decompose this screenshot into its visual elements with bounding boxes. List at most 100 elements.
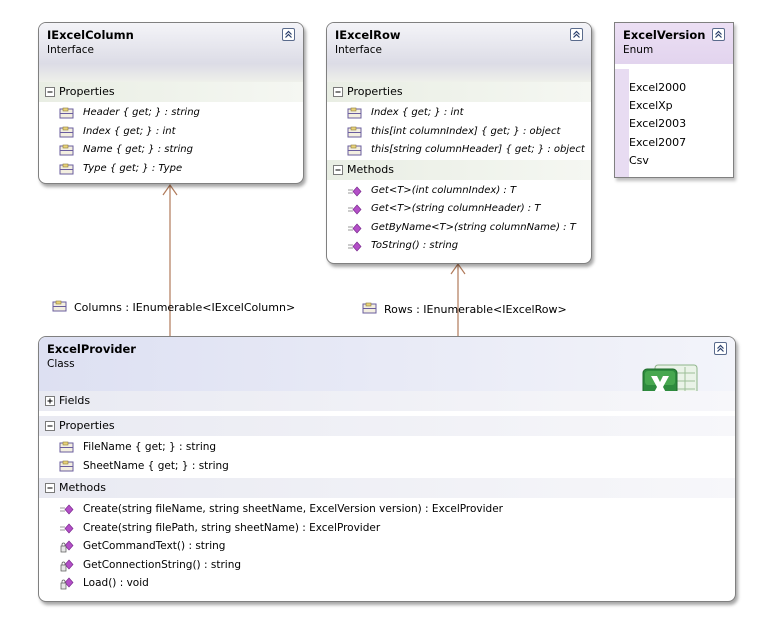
property-label: Header { get; } : string (83, 107, 200, 118)
collapse-section-icon[interactable] (333, 87, 343, 97)
method-row[interactable]: Create(string filePath, string sheetName… (39, 519, 735, 538)
collapse-icon[interactable] (570, 28, 583, 41)
property-row[interactable]: Index { get; } : int (327, 104, 591, 123)
property-row[interactable]: Header { get; } : string (39, 104, 303, 123)
property-label: Name { get; } : string (83, 144, 193, 155)
enum-value[interactable]: ExcelXp (629, 99, 673, 113)
excelprovider-shape[interactable]: ExcelProvider Class Fields Properties Fi… (38, 336, 736, 602)
property-label: Type { get; } : Type (83, 162, 183, 174)
property-row[interactable]: FileName { get; } : string (39, 438, 735, 457)
method-icon (347, 185, 363, 198)
excelversion-shape[interactable]: ExcelVersion Enum Excel2000 ExcelXp Exce… (614, 22, 734, 178)
enum-value[interactable]: Excel2000 (629, 81, 687, 94)
method-label: GetCommandText() : string (83, 540, 226, 552)
property-label: FileName { get; } : string (83, 441, 217, 453)
static-method-icon (59, 503, 75, 516)
collapse-section-icon[interactable] (45, 483, 55, 493)
enum-value[interactable]: Excel2007 (629, 135, 687, 149)
method-icon (347, 203, 363, 216)
excelversion-title: ExcelVersion (623, 28, 706, 42)
properties-compartment-header[interactable]: Properties (39, 416, 735, 436)
properties-compartment-header[interactable]: Properties (327, 82, 591, 102)
property-icon (52, 300, 68, 313)
property-row[interactable]: Index { get; } : int (39, 123, 303, 142)
method-label: Create(string fileName, string sheetName… (83, 503, 503, 515)
association-text: Rows : IEnumerable<IExcelRow> (384, 303, 567, 316)
property-row[interactable]: this[int columnIndex] { get; } : object (327, 123, 591, 142)
static-method-icon (59, 522, 75, 535)
property-label: SheetName { get; } : string (83, 459, 229, 472)
property-icon (347, 126, 363, 139)
collapse-section-icon[interactable] (45, 421, 55, 431)
collapse-section-icon[interactable] (45, 87, 55, 97)
iexcelrow-kind: Interface (335, 44, 383, 56)
property-icon (347, 144, 363, 157)
section-label: Methods (347, 162, 394, 176)
method-row[interactable]: Load() : void (39, 574, 735, 593)
columns-association-label[interactable]: Columns : IEnumerable<IExcelColumn> (52, 298, 295, 314)
property-icon (362, 302, 378, 315)
private-method-icon (59, 558, 75, 572)
method-icon (347, 240, 363, 253)
property-row[interactable]: this[string columnHeader] { get; } : obj… (327, 141, 591, 160)
property-row[interactable]: Type { get; } : Type (39, 160, 303, 179)
method-label: GetConnectionString() : string (83, 558, 242, 571)
enum-side-bar (615, 69, 629, 177)
property-icon (59, 460, 75, 473)
property-row[interactable]: Name { get; } : string (39, 141, 303, 160)
enum-value[interactable]: Excel2003 (629, 117, 687, 131)
property-icon (347, 107, 363, 120)
excelversion-header: ExcelVersion Enum (615, 23, 733, 64)
iexcelrow-title: IExcelRow (335, 28, 401, 42)
rows-association-label[interactable]: Rows : IEnumerable<IExcelRow> (362, 300, 567, 316)
iexcelrow-shape[interactable]: IExcelRow Interface Properties Index { g… (326, 22, 592, 264)
collapse-section-icon[interactable] (333, 164, 343, 175)
method-label: GetByName<T>(string columnName) : T (371, 221, 576, 233)
properties-compartment-header[interactable]: Properties (39, 82, 303, 102)
property-label: this[string columnHeader] { get; } : obj… (371, 144, 585, 155)
method-label: ToString() : string (371, 240, 459, 251)
method-row[interactable]: GetCommandText() : string (39, 537, 735, 556)
property-icon (59, 107, 75, 120)
fields-compartment-header[interactable]: Fields (39, 391, 735, 411)
collapse-icon[interactable] (714, 342, 727, 355)
iexcelcolumn-title: IExcelColumn (47, 28, 134, 42)
iexcelcolumn-header: IExcelColumn Interface (39, 23, 303, 64)
method-label: Get<T>(string columnHeader) : T (371, 203, 541, 214)
excelversion-kind: Enum (623, 44, 654, 56)
expand-section-icon[interactable] (45, 396, 55, 406)
property-label: Index { get; } : int (371, 107, 464, 118)
method-row[interactable]: Get<T>(string columnHeader) : T (327, 200, 591, 219)
method-row[interactable]: GetConnectionString() : string (39, 556, 735, 575)
enum-values-list: Excel2000 ExcelXp Excel2003 Excel2007 Cs… (629, 79, 686, 170)
method-row[interactable]: Create(string fileName, string sheetName… (39, 500, 735, 519)
private-method-icon (59, 540, 75, 553)
property-icon (59, 441, 75, 454)
method-row[interactable]: ToString() : string (327, 237, 591, 256)
iexcelcolumn-shape[interactable]: IExcelColumn Interface Properties Header… (38, 22, 304, 184)
property-label: Index { get; } : int (83, 125, 176, 137)
collapse-icon[interactable] (712, 28, 725, 41)
section-label: Properties (59, 419, 115, 432)
section-label: Methods (59, 481, 106, 494)
excelprovider-header: ExcelProvider Class (39, 337, 735, 384)
iexcelrow-header: IExcelRow Interface (327, 23, 591, 64)
property-icon (59, 163, 75, 176)
method-label: Create(string filePath, string sheetName… (83, 521, 381, 534)
method-label: Load() : void (83, 577, 149, 589)
association-text: Columns : IEnumerable<IExcelColumn> (74, 301, 296, 314)
method-row[interactable]: GetByName<T>(string columnName) : T (327, 219, 591, 238)
method-row[interactable]: Get<T>(int columnIndex) : T (327, 182, 591, 201)
excelprovider-kind: Class (47, 358, 75, 370)
enum-value[interactable]: Csv (629, 153, 649, 167)
excelprovider-title: ExcelProvider (47, 342, 136, 356)
property-icon (59, 144, 75, 157)
private-method-icon (59, 577, 75, 590)
methods-compartment-header[interactable]: Methods (39, 478, 735, 498)
method-icon (347, 222, 363, 235)
methods-compartment-header[interactable]: Methods (327, 159, 591, 180)
property-row[interactable]: SheetName { get; } : string (39, 457, 735, 476)
collapse-icon[interactable] (282, 28, 295, 41)
iexcelcolumn-kind: Interface (47, 44, 95, 56)
